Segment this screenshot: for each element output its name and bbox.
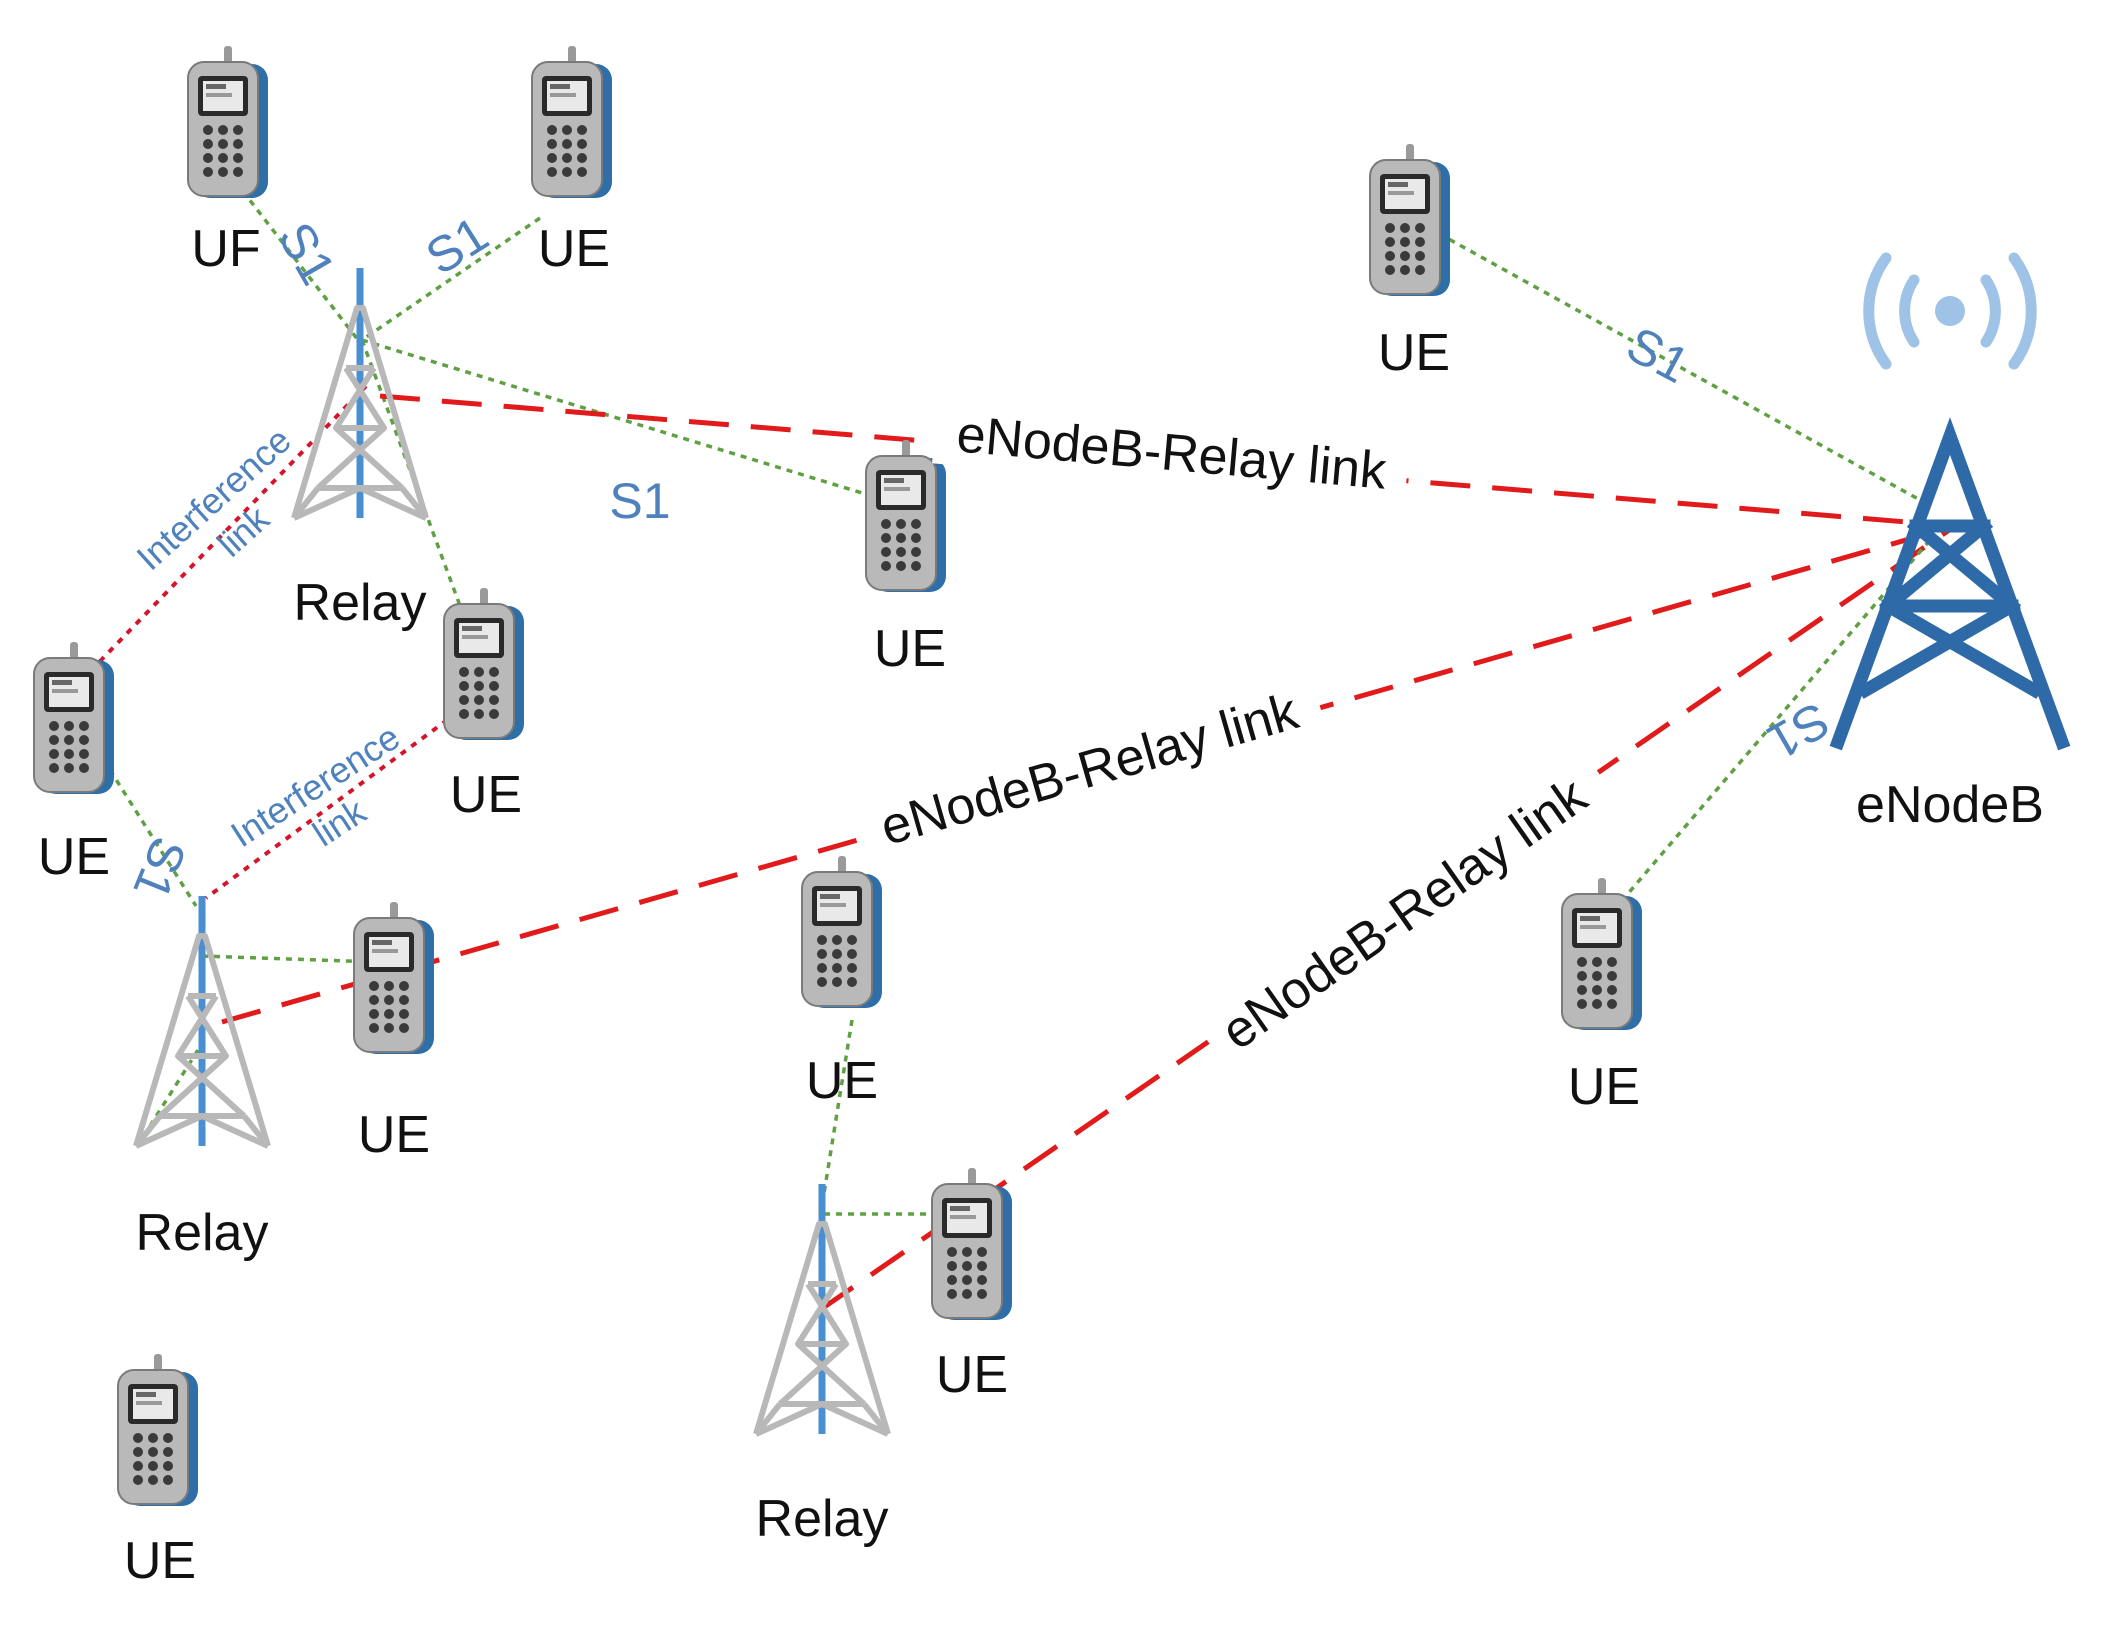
mobile-phone-icon: [117, 1353, 199, 1507]
enodeb-tower-icon: [1829, 252, 2071, 751]
ue-label: UE: [874, 620, 946, 678]
access-link: [1612, 538, 1932, 912]
ue-node: UE: [1561, 877, 1643, 1116]
ue-label: UE: [124, 1532, 196, 1590]
s1-label: S1: [267, 213, 346, 294]
backhaul-link-label-text: eNodeB-Relay link: [1211, 766, 1598, 1061]
mobile-phone-icon: [801, 855, 883, 1009]
s1-label: S1: [609, 473, 670, 529]
enodeb-node: eNodeB: [1829, 252, 2071, 834]
s1-label: S1: [1618, 316, 1698, 394]
ue-label: UE: [1568, 1058, 1640, 1116]
mobile-phone-icon: [443, 587, 525, 741]
ue-label: UE: [806, 1052, 878, 1110]
ue-node: UE: [1369, 143, 1451, 382]
ue-node: UE: [801, 855, 883, 1110]
backhaul-link-label: eNodeB-Relay link: [1192, 747, 1618, 1072]
mobile-phone-icon: [33, 641, 115, 795]
relay-label: Relay: [136, 1204, 269, 1262]
backhaul-link-label-text: eNodeB-Relay link: [954, 405, 1389, 500]
ue-node: UE: [931, 1167, 1013, 1404]
relay-tower-icon: [136, 896, 268, 1146]
ue-label: UE: [450, 766, 522, 824]
ue-label: UE: [358, 1106, 430, 1164]
backhaul-link-label: eNodeB-Relay link: [854, 671, 1328, 864]
s1-label: S1: [122, 830, 197, 908]
backhaul-link-label-text: eNodeB-Relay link: [874, 682, 1305, 857]
ue-node: UE: [117, 1353, 199, 1590]
relay-label: Relay: [294, 574, 427, 632]
ue-label: UF: [191, 220, 260, 278]
s1-label: S1: [1758, 691, 1839, 770]
relay-label: Relay: [756, 1490, 889, 1548]
backhaul-link: [379, 393, 1956, 529]
enodeb-label: eNodeB: [1856, 776, 2044, 834]
access-link: [820, 1019, 854, 1207]
mobile-phone-icon: [187, 45, 269, 199]
s1-label: S1: [416, 206, 498, 286]
ue-node: UF: [187, 45, 269, 278]
ue-node: UE: [443, 587, 525, 824]
mobile-phone-icon: [531, 45, 613, 199]
access-link: [108, 769, 198, 907]
mobile-phone-icon: [1369, 143, 1451, 297]
ue-label: UE: [936, 1346, 1008, 1404]
mobile-phone-icon: [353, 901, 435, 1055]
relay-node: Relay: [136, 896, 269, 1262]
relay-tower-icon: [294, 268, 426, 518]
relay-tower-icon: [756, 1184, 888, 1434]
interference-label-line1: Interference: [129, 419, 299, 578]
access-link: [148, 1049, 200, 1127]
mobile-phone-icon: [931, 1167, 1013, 1321]
access-link: [201, 954, 377, 964]
ue-label: UE: [1378, 324, 1450, 382]
backhaul-link-label: eNodeB-Relay link: [932, 399, 1410, 505]
relay-node: Relay: [294, 268, 427, 632]
ue-label: UE: [38, 828, 110, 886]
interference-link: [204, 710, 460, 900]
ue-node: UE: [865, 439, 947, 678]
relay-node: Relay: [756, 1184, 889, 1548]
mobile-phone-icon: [1561, 877, 1643, 1031]
ue-node: UE: [353, 901, 435, 1164]
ue-label: UE: [538, 220, 610, 278]
ue-node: UE: [33, 641, 115, 886]
ue-node: UE: [531, 45, 613, 278]
access-link: [361, 338, 873, 498]
interference-link-label: Interference link: [223, 716, 406, 855]
